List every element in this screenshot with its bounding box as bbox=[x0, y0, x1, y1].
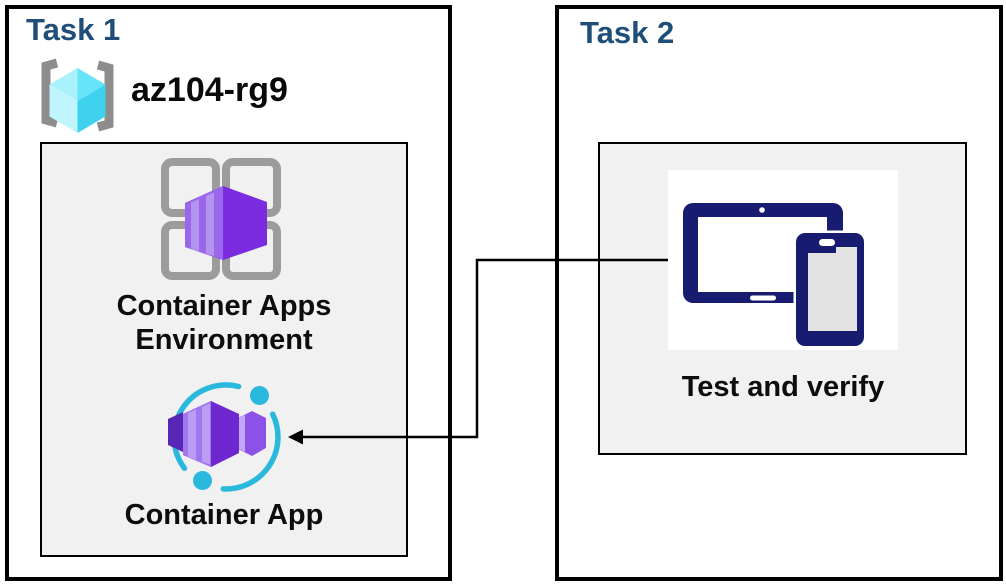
environment-label: Container Apps Environment bbox=[116, 290, 332, 356]
container-app-label: Container App bbox=[124, 499, 324, 531]
task2-title: Task 2 bbox=[580, 15, 675, 50]
task1-title: Task 1 bbox=[26, 12, 121, 47]
resource-group-name: az104-rg9 bbox=[131, 71, 288, 109]
devices-icon-frame bbox=[668, 170, 898, 350]
test-and-verify-label: Test and verify bbox=[681, 371, 885, 403]
